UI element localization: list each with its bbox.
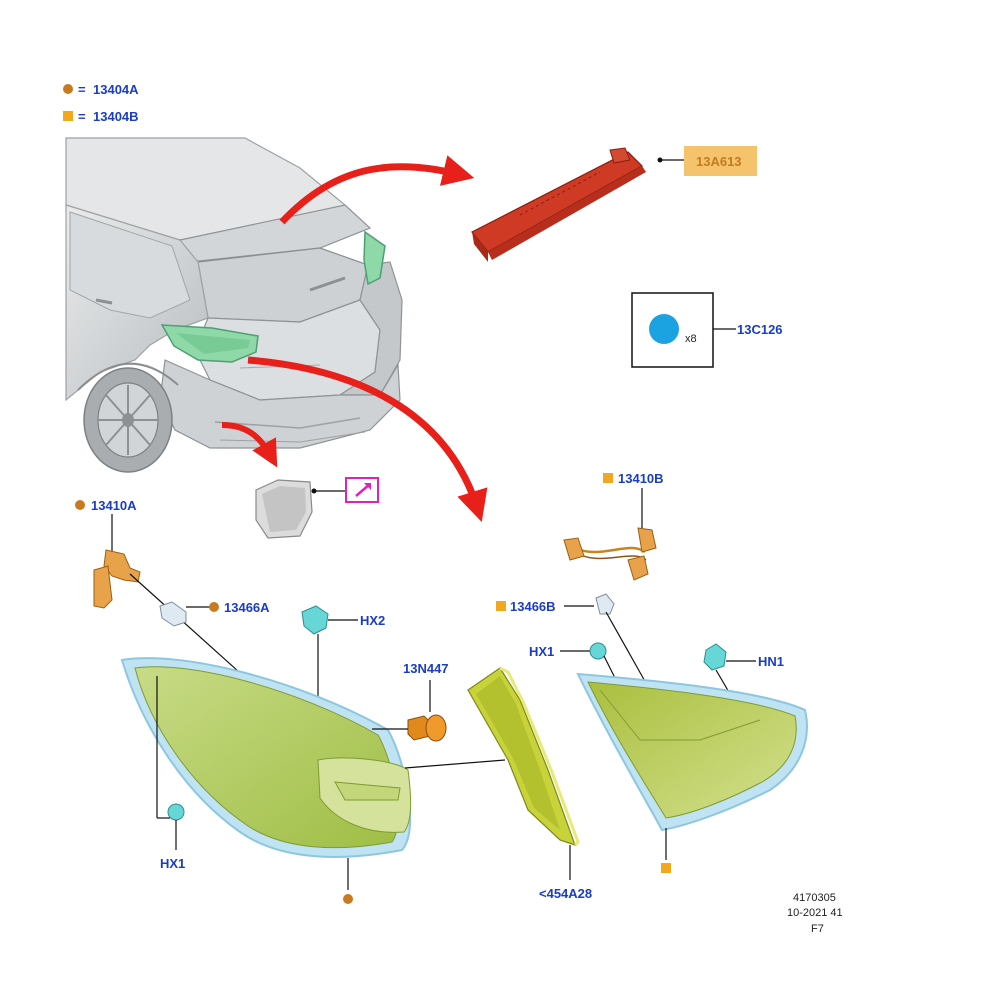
legend-equals-a: = xyxy=(78,82,86,97)
bulb-right xyxy=(595,593,615,615)
label-13466b: 13466B xyxy=(510,599,556,614)
clip-hn1 xyxy=(703,643,727,671)
legend-equals-b: = xyxy=(78,109,86,124)
arrow-to-tail-lamps xyxy=(247,356,488,523)
reference-arrow-icon xyxy=(345,477,379,503)
clip-quantity-box: x8 xyxy=(631,292,714,368)
label-13c126: 13C126 xyxy=(737,322,783,337)
ref-line-2: 10-2021 41 xyxy=(787,907,843,919)
callout-arrows xyxy=(221,155,488,523)
legend-label-a: 13404A xyxy=(93,82,139,97)
bulb-left xyxy=(159,601,187,627)
bullet-right-lamp xyxy=(661,863,671,873)
car-right-tail-lamp xyxy=(363,230,386,286)
inner-panel xyxy=(467,666,580,847)
label-hx1-left: HX1 xyxy=(160,856,185,871)
clip-hx1-left xyxy=(167,803,185,821)
high-mount-stop-lamp xyxy=(471,147,646,262)
leader-dot-ref-icon xyxy=(311,488,317,494)
label-hx2: HX2 xyxy=(360,613,385,628)
arrow-to-high-mount-lamp xyxy=(279,155,475,225)
bullet-13466b xyxy=(496,601,506,611)
label-13466a: 13466A xyxy=(224,600,270,615)
clip-hx2 xyxy=(301,605,329,635)
vehicle-rear-illustration xyxy=(65,137,403,473)
bullet-13466a xyxy=(209,602,219,612)
socket-right-harness xyxy=(563,527,657,581)
arrow-to-reflector xyxy=(221,422,278,468)
label-13a613-highlight xyxy=(684,146,757,176)
right-tail-lamp xyxy=(576,672,808,832)
ref-line-1: 4170305 xyxy=(793,892,836,904)
legend-label-b: 13404B xyxy=(93,109,139,124)
label-454a28: <454A28 xyxy=(539,886,592,901)
label-hx1-right: HX1 xyxy=(529,644,554,659)
label-13410a: 13410A xyxy=(91,498,137,513)
nut-13n447 xyxy=(407,714,447,742)
clip-qty: x8 xyxy=(685,333,697,345)
clip-hx1-right xyxy=(589,642,607,660)
label-13a613: 13A613 xyxy=(696,154,742,169)
legend: = 13404A = 13404B xyxy=(63,82,139,124)
socket-left xyxy=(93,549,141,609)
label-13n447: 13N447 xyxy=(403,661,449,676)
ref-line-3: F7 xyxy=(811,923,824,935)
legend-circle-marker xyxy=(63,84,73,94)
leader-dot-13a613 xyxy=(657,157,663,163)
legend-square-marker xyxy=(63,111,73,121)
clip-dot xyxy=(649,314,679,344)
bullet-left-lamp xyxy=(343,894,353,904)
left-tail-lamp xyxy=(120,657,412,858)
leader-lamp-to-panel xyxy=(404,759,506,769)
drawing-reference: 4170305 10-2021 41 F7 xyxy=(787,892,843,935)
bullet-13410b xyxy=(603,473,613,483)
label-hn1: HN1 xyxy=(758,654,784,669)
bullet-13410a xyxy=(75,500,85,510)
label-13410b: 13410B xyxy=(618,471,664,486)
reflector-part xyxy=(255,479,313,539)
